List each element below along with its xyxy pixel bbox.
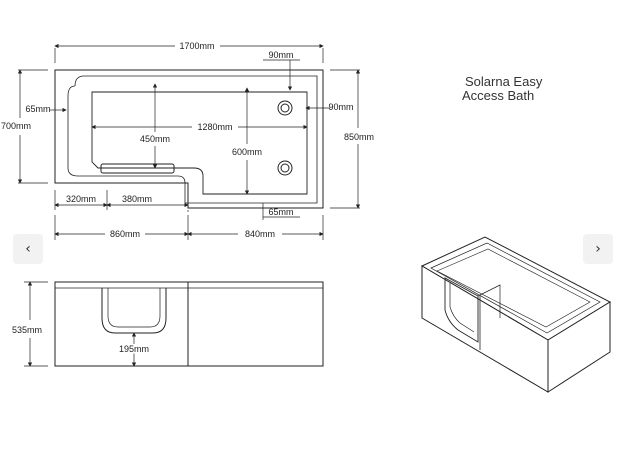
dim-rim-65-bottom: 65mm [268,207,293,217]
title-line-1: Solarna Easy [465,74,543,89]
next-image-button[interactable]: › [583,234,613,264]
dim-len-860: 860mm [110,229,140,239]
dim-height-535: 535mm [12,325,42,335]
dim-inner-450: 450mm [140,134,170,144]
dim-width-700: 700mm [1,121,31,131]
dim-width-850: 850mm [344,132,374,142]
dim-len-840: 840mm [245,229,275,239]
dim-rim-65-left: 65mm [25,104,50,114]
prev-image-button[interactable]: ‹ [13,234,43,264]
drain-lower [277,160,293,176]
drain-upper [277,100,293,116]
dim-overall-length: 1700mm [179,41,214,51]
side-elevation [24,281,324,367]
chevron-left-icon: ‹ [25,241,31,257]
dim-rim-90-top: 90mm [268,50,293,60]
dim-seat-380: 380mm [122,194,152,204]
isometric-view [420,236,612,393]
seat-ledge [100,163,175,174]
dim-inner-600: 600mm [232,147,262,157]
dim-inner-1280: 1280mm [197,122,232,132]
dim-rim-90-right: 90mm [328,102,353,112]
dim-door-195: 195mm [119,344,149,354]
plan-view [17,43,361,240]
dim-seat-320: 320mm [66,194,96,204]
title-line-2: Access Bath [462,88,534,103]
chevron-right-icon: › [595,241,601,257]
